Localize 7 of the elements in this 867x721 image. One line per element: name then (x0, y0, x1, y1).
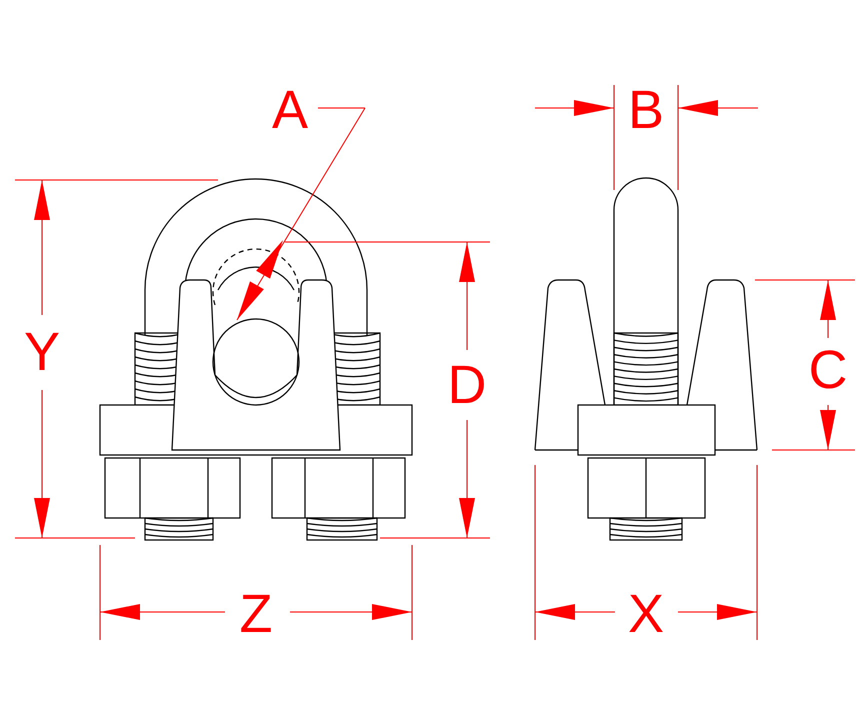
dimension-label: A (272, 83, 308, 137)
dimension-label: X (628, 587, 664, 641)
dimension-label: B (628, 83, 664, 137)
dimension-label: Y (24, 325, 60, 379)
dimension-label: Z (240, 587, 272, 641)
dimension-label: D (448, 358, 486, 412)
dimension-label: C (808, 343, 848, 397)
